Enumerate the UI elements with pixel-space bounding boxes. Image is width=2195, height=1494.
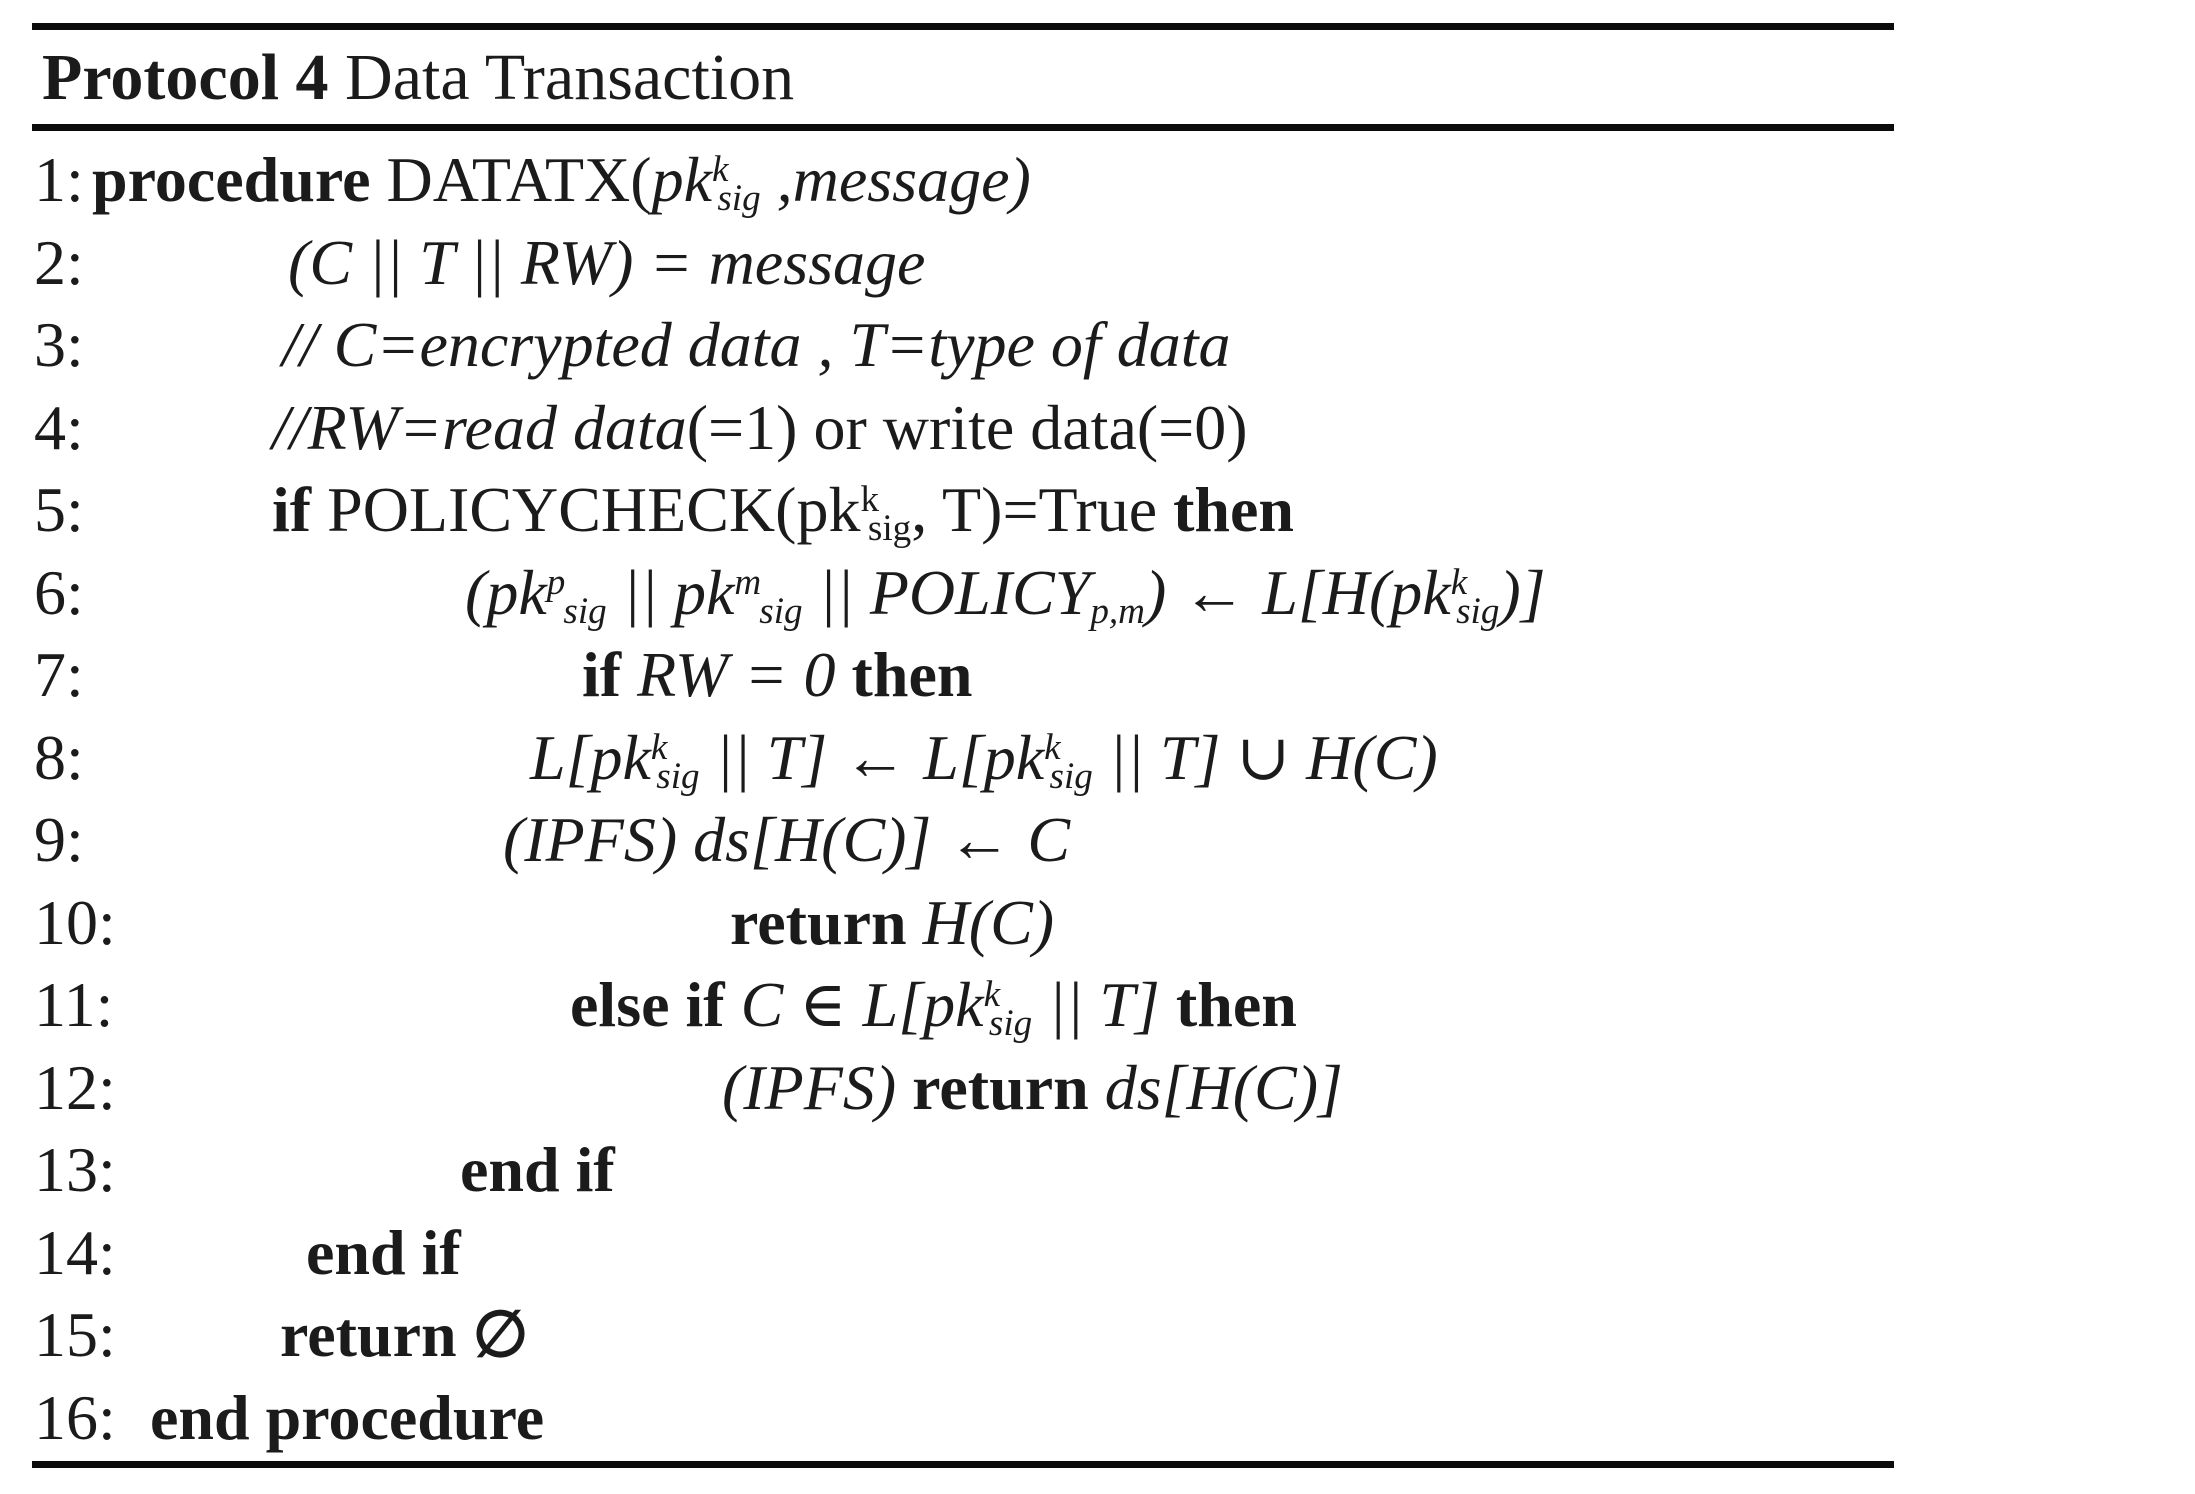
- code-segment: ) ← L[H(pk: [1144, 557, 1451, 628]
- code-segment: k: [983, 973, 1001, 1015]
- code-segment: k: [1450, 561, 1468, 603]
- code-segment: p: [546, 561, 566, 603]
- line-content: return H(C): [730, 883, 1054, 963]
- code-segment: (IPFS) ds[H(C)] ← C: [503, 804, 1071, 875]
- line-number: 15:: [34, 1299, 116, 1370]
- code-segment: sig: [656, 756, 700, 798]
- code-segment: H(C): [922, 887, 1055, 958]
- code-segment: POLICYCHECK(pk: [327, 474, 861, 545]
- protocol-title: Data Transaction: [328, 41, 795, 114]
- code-segment: || pk: [606, 557, 735, 628]
- code-segment: C ∈ L[pk: [740, 969, 984, 1040]
- line-number: 3:: [34, 309, 84, 380]
- code-segment: , T)=True: [911, 474, 1174, 545]
- line-number: 14:: [34, 1217, 116, 1288]
- line-number: 10:: [34, 887, 116, 958]
- line-content: (IPFS) ds[H(C)] ← C: [503, 800, 1070, 880]
- line-number: 11:: [34, 969, 114, 1040]
- line-number: 6:: [34, 557, 84, 628]
- line-content: //RW=read data(=1) or write data(=0): [272, 388, 1248, 468]
- code-segment: k: [650, 726, 668, 768]
- code-segment: then: [1173, 474, 1294, 545]
- code-segment: DATATX(: [386, 144, 652, 215]
- line-number: 9:: [34, 804, 84, 875]
- code-segment: (pk: [465, 557, 547, 628]
- line-number: 2:: [34, 227, 84, 298]
- protocol-number-label: Protocol 4: [42, 41, 329, 114]
- line-number: 8:: [34, 722, 84, 793]
- code-segment: ,message): [760, 144, 1031, 215]
- code-segment: L[pk: [530, 722, 651, 793]
- code-segment: sig: [750, 591, 803, 633]
- line-content: (pkp sig || pkm sig || POLICYp,m) ← L[H(…: [465, 553, 1546, 633]
- code-segment: then: [1175, 969, 1297, 1040]
- line-number: 5:: [34, 474, 84, 545]
- code-segment: || T]: [1032, 969, 1176, 1040]
- line-number: 13:: [34, 1134, 116, 1205]
- protocol-header: Protocol 4 Data Transaction: [42, 38, 794, 117]
- code-segment: (C || T || RW) = message: [288, 227, 926, 298]
- code-segment: then: [851, 639, 973, 710]
- code-segment: if: [582, 639, 638, 710]
- line-content: end procedure: [150, 1378, 544, 1458]
- code-segment: sig: [867, 508, 912, 550]
- line-content: else if C ∈ L[pkksig || T] then: [570, 965, 1297, 1045]
- code-segment: else if: [570, 969, 741, 1040]
- line-number: 1:: [34, 144, 84, 215]
- code-segment: || T] ∪ H(C): [1092, 722, 1438, 793]
- line-number: 4:: [34, 392, 84, 463]
- code-segment: procedure: [92, 144, 387, 215]
- header-separator-rule: [32, 124, 1894, 131]
- line-number: 7:: [34, 639, 84, 710]
- code-segment: return: [730, 887, 923, 958]
- line-content: return ∅: [280, 1295, 528, 1375]
- code-segment: RW = 0: [637, 639, 852, 710]
- code-segment: sig: [1456, 591, 1500, 633]
- line-content: L[pkksig || T] ← L[pkksig || T] ∪ H(C): [530, 718, 1438, 798]
- line-number: 16:: [34, 1382, 116, 1453]
- code-segment: )]: [1499, 557, 1546, 628]
- line-number: 12:: [34, 1052, 116, 1123]
- code-segment: sig: [988, 1003, 1033, 1045]
- line-content: procedure DATATX(pkksig ,message): [92, 140, 1031, 220]
- bottom-rule: [32, 1461, 1894, 1468]
- code-segment: k: [860, 478, 879, 520]
- line-content: if POLICYCHECK(pkksig, T)=True then: [272, 470, 1294, 550]
- code-segment: sig: [1049, 756, 1093, 798]
- code-segment: // C=encrypted data , T=type of data: [282, 309, 1231, 380]
- code-segment: (=1) or write data(=0): [686, 392, 1248, 463]
- line-content: (IPFS) return ds[H(C)]: [722, 1048, 1343, 1128]
- code-segment: end procedure: [150, 1382, 545, 1453]
- line-content: (C || T || RW) = message: [288, 223, 925, 303]
- code-segment: return: [912, 1052, 1105, 1123]
- code-segment: end if: [306, 1217, 461, 1288]
- code-segment: m: [734, 561, 762, 603]
- code-segment: (IPFS): [722, 1052, 913, 1123]
- code-segment: || POLICY: [802, 557, 1091, 628]
- code-segment: || T] ← L[pk: [699, 722, 1045, 793]
- line-content: end if: [306, 1213, 461, 1293]
- code-segment: end if: [460, 1134, 615, 1205]
- code-segment: pk: [651, 144, 712, 215]
- code-segment: ds[H(C)]: [1104, 1052, 1343, 1123]
- code-segment: //RW=read data: [272, 392, 687, 463]
- line-content: if RW = 0 then: [582, 635, 972, 715]
- code-segment: p,m: [1090, 591, 1145, 633]
- top-rule: [32, 23, 1894, 30]
- code-segment: sig: [717, 178, 761, 220]
- line-content: end if: [460, 1130, 615, 1210]
- code-segment: sig: [554, 591, 607, 633]
- line-content: // C=encrypted data , T=type of data: [282, 305, 1230, 385]
- code-segment: k: [711, 148, 729, 190]
- code-segment: k: [1044, 726, 1061, 768]
- code-segment: if: [272, 474, 328, 545]
- code-segment: return ∅: [280, 1299, 529, 1370]
